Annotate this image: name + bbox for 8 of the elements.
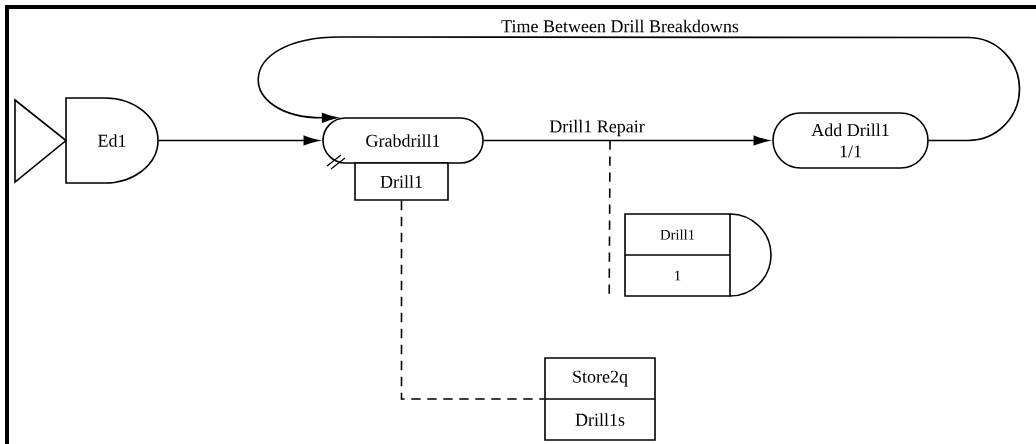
- edge-label: Time Between Drill Breakdowns: [501, 19, 739, 33]
- activity-box: Add Drill1 1/1: [772, 112, 929, 169]
- edge-label: Drill1 Repair: [549, 119, 645, 137]
- resource-block: Drill1 1: [624, 213, 772, 297]
- dashed-line: [400, 200, 545, 400]
- arrow: [257, 36, 1021, 142]
- resource-box: Drill1: [354, 162, 449, 201]
- queue-box: Store2q Drill1s: [544, 357, 656, 441]
